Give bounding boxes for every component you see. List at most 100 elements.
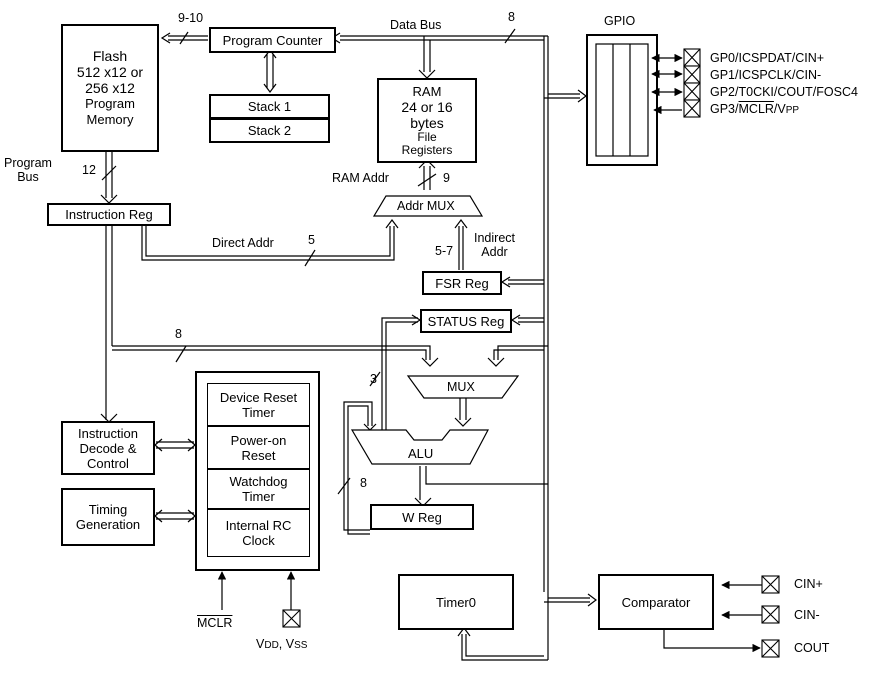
gp3-mclr: MCLR <box>738 102 774 116</box>
power-on-line-1: Power-on <box>230 432 287 448</box>
gp3-vpp: /V <box>773 102 786 116</box>
pin-box-gp3 <box>683 99 701 118</box>
timer0-label: Timer0 <box>436 594 476 610</box>
flash-line-5: Memory <box>86 112 134 127</box>
vdd-sub: DD <box>264 640 279 651</box>
flash-program-memory: Flash 512 x12 or 256 x12 Program Memory <box>61 24 159 152</box>
indirect-addr-line-1: Indirect <box>474 231 515 245</box>
indirect-addr-width: 5-7 <box>435 244 454 258</box>
addr-mux-shape <box>372 195 484 217</box>
instr-decode-line-3: Control <box>87 455 129 471</box>
pin-box-vdd <box>282 609 301 628</box>
ram-line-4: File <box>417 130 437 144</box>
status-width: 3 <box>370 372 377 386</box>
cin-plus-label: CIN+ <box>794 577 823 591</box>
ram-line-5: Registers <box>401 143 453 157</box>
instruction-decode-control: Instruction Decode & Control <box>61 421 155 475</box>
direct-addr-width: 5 <box>308 233 315 247</box>
comparator-label: Comparator <box>621 594 691 610</box>
alu-label: ALU <box>408 446 434 461</box>
program-bus-label: Program Bus <box>4 156 52 184</box>
watchdog-line-1: Watchdog <box>229 474 288 489</box>
stack-1-label: Stack 1 <box>247 99 292 114</box>
program-counter: Program Counter <box>209 27 336 53</box>
stack-2-label: Stack 2 <box>247 123 292 138</box>
alu-shape <box>350 429 489 465</box>
stack-2: Stack 2 <box>209 118 330 143</box>
reset-timers-group: Device Reset Timer Power-on Reset Watchd… <box>195 371 320 571</box>
vdd-prefix: V <box>256 637 265 651</box>
w-loop-width: 8 <box>360 476 367 490</box>
ram-line-3: bytes <box>410 115 444 131</box>
device-reset-timer: Device Reset Timer <box>207 383 310 426</box>
status-reg-label: STATUS Reg <box>427 313 505 329</box>
internal-rc-clock: Internal RC Clock <box>207 509 310 557</box>
gpio-pin-gp3: GP3/MCLR/VPP <box>710 101 858 119</box>
program-counter-label: Program Counter <box>222 32 323 48</box>
instr-decode-line-1: Instruction <box>78 425 138 441</box>
ram-line-2: 24 or 16 <box>401 99 453 115</box>
timing-generation: Timing Generation <box>61 488 155 546</box>
gp3-vpp-sub: PP <box>785 105 800 116</box>
w-reg-label: W Reg <box>402 509 442 525</box>
timing-line-2: Generation <box>75 517 141 532</box>
data-bus-width: 8 <box>508 10 515 24</box>
flash-line-1: Flash <box>92 48 128 64</box>
pin-box-cin-minus <box>761 605 780 624</box>
data-bus-label: Data Bus <box>390 18 442 32</box>
pin-box-gp0 <box>683 48 701 67</box>
power-on-reset: Power-on Reset <box>207 426 310 469</box>
flash-line-3: 256 x12 <box>85 80 135 96</box>
pin-box-cout <box>761 639 780 658</box>
ram-file-registers: RAM 24 or 16 bytes File Registers <box>377 78 477 163</box>
flash-line-2: 512 x12 or <box>76 64 144 80</box>
stack-1: Stack 1 <box>209 94 330 119</box>
vss-prefix: , V <box>278 637 295 651</box>
fsr-reg-label: FSR Reg <box>435 275 489 291</box>
instruction-reg: Instruction Reg <box>47 203 171 226</box>
internal-rc-line-2: Clock <box>242 533 275 548</box>
gp3-prefix: GP3/ <box>710 102 739 116</box>
gpio-pin-list: GP0/ICSPDAT/CIN+ GP1/ICSPCLK/CIN- GP2/T0… <box>710 50 858 119</box>
gpio-title: GPIO <box>604 14 636 28</box>
gpio-pin-gp0: GP0/ICSPDAT/CIN+ <box>710 51 825 65</box>
w-reg: W Reg <box>370 504 474 530</box>
direct-addr-label: Direct Addr <box>212 236 274 250</box>
comparator: Comparator <box>598 574 714 630</box>
device-reset-line-2: Timer <box>242 404 275 420</box>
pin-box-cin-plus <box>761 575 780 594</box>
gpio-pin-gp2: GP2/T0CKI/COUT/FOSC4 <box>710 85 858 99</box>
instruction-reg-label: Instruction Reg <box>65 207 153 222</box>
indirect-addr-line-2: Addr <box>481 245 508 259</box>
pin-box-gp1 <box>683 65 701 84</box>
vdd-vss-label: VDD, VSS <box>256 637 307 653</box>
gpio-pin-gp1: GP1/ICSPCLK/CIN- <box>710 68 822 82</box>
watchdog-line-2: Timer <box>242 489 275 504</box>
program-bus-line-2: Bus <box>17 170 39 184</box>
instr-decode-line-2: Decode & <box>79 440 137 456</box>
program-bus-width: 12 <box>82 163 96 177</box>
flash-line-4: Program <box>85 96 135 111</box>
ir-bus-width: 8 <box>175 327 182 341</box>
mclr-label: MCLR <box>197 616 233 630</box>
power-on-line-2: Reset <box>241 447 276 463</box>
gpio-block <box>586 34 658 166</box>
indirect-addr-label: Indirect Addr <box>474 231 515 259</box>
pin-box-gp2 <box>683 82 701 101</box>
cout-label: COUT <box>794 641 830 655</box>
addr-mux-label: Addr MUX <box>397 199 455 213</box>
timing-line-1: Timing <box>88 502 128 517</box>
mux-label: MUX <box>447 380 475 394</box>
watchdog-timer: Watchdog Timer <box>207 469 310 509</box>
program-bus-line-1: Program <box>4 156 52 170</box>
cin-minus-label: CIN- <box>794 608 820 622</box>
status-reg: STATUS Reg <box>420 309 512 333</box>
vss-sub: SS <box>294 640 308 651</box>
internal-rc-line-1: Internal RC <box>225 518 292 533</box>
device-reset-line-1: Device Reset <box>219 389 298 405</box>
fsr-reg: FSR Reg <box>422 271 502 295</box>
ram-addr-width: 9 <box>443 171 450 185</box>
timer0: Timer0 <box>398 574 514 630</box>
pin-boxes <box>282 48 780 658</box>
